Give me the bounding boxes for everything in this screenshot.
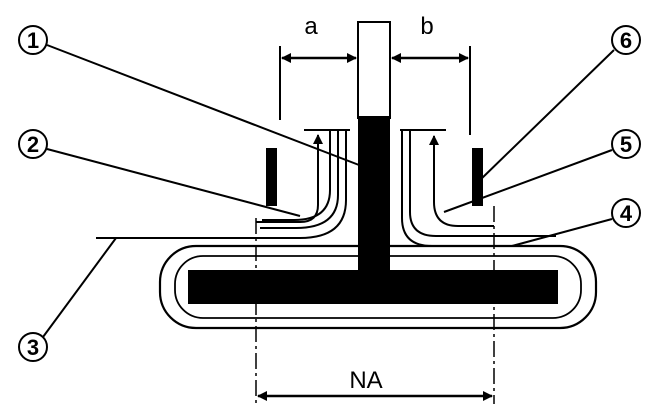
callout-2-circle: [18, 129, 48, 159]
left-flux-arrow: [256, 134, 323, 223]
callout-4-circle: [611, 198, 641, 228]
base-housing-inner: [174, 255, 582, 319]
callout-2-number: 2: [27, 132, 39, 157]
callout-6-circle: [611, 25, 641, 55]
dimension-a-label: a: [304, 13, 318, 40]
right-winding-mid: [409, 130, 556, 237]
dimension-b: b: [389, 13, 471, 135]
callout-3: 3: [18, 237, 117, 362]
callout-1-circle: [18, 25, 48, 55]
left-winding-inner: [262, 130, 331, 221]
left-coil-block: [266, 148, 277, 206]
pole-upper-outline: [357, 21, 391, 119]
center-pole: [357, 21, 391, 278]
dimension-b-label: b: [420, 13, 433, 40]
left-winding: [96, 129, 350, 239]
left-winding-mid: [260, 130, 339, 229]
left-winding-outer: [96, 130, 347, 239]
callout-6: 6: [477, 25, 641, 183]
callout-5-circle: [611, 129, 641, 159]
right-winding: [400, 129, 560, 247]
callout-1-leader: [46, 44, 373, 171]
pole-core: [358, 116, 390, 278]
callout-3-circle: [18, 332, 48, 362]
callout-2-leader: [46, 148, 301, 217]
callout-4: 4: [511, 198, 641, 247]
callout-6-leader: [477, 49, 615, 183]
right-flux-arrow: [429, 135, 494, 227]
dimension-a: a: [279, 13, 359, 120]
right-coil-block: [472, 148, 483, 206]
dimension-na-label: NA: [349, 367, 382, 394]
callout-5: 5: [443, 129, 641, 213]
callout-5-number: 5: [620, 132, 632, 157]
callout-3-number: 3: [27, 335, 39, 360]
base-plate: [188, 270, 558, 304]
callout-5-leader: [443, 149, 613, 213]
callout-1: 1: [18, 25, 373, 171]
callout-2: 2: [18, 129, 301, 217]
callout-6-number: 6: [620, 28, 632, 53]
base-housing-outer: [158, 244, 598, 330]
right-winding-outer: [401, 130, 560, 247]
callout-3-leader: [42, 237, 117, 338]
callout-1-number: 1: [27, 28, 39, 53]
callout-4-leader: [511, 218, 613, 247]
callout-4-number: 4: [620, 201, 633, 226]
